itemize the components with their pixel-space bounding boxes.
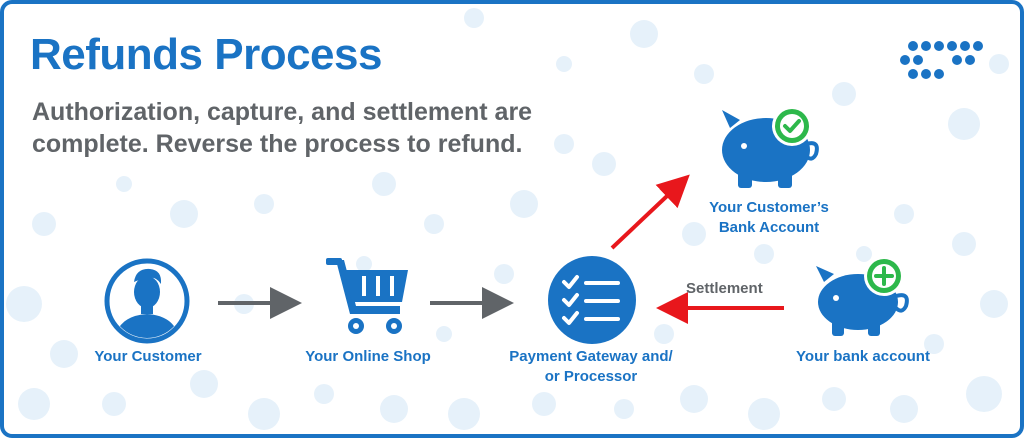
node-label-shop: Your Online Shop <box>305 348 431 365</box>
settlement-edge-label: Settlement <box>686 280 763 297</box>
gateway-label-line-1: Payment Gateway and/ <box>509 348 673 365</box>
person-circle-icon <box>104 258 190 344</box>
node-label-customer: Your Customer <box>94 348 202 365</box>
customer-bank-label-line-1: Your Customer’s <box>709 199 829 216</box>
checklist-circle-icon <box>548 256 636 344</box>
brand-logo <box>900 41 983 79</box>
piggy-bank-check-icon <box>722 106 819 188</box>
subtitle-line-2: complete. Reverse the process to refund. <box>32 130 523 158</box>
flow-arrows <box>218 174 784 324</box>
arrow-gateway-to-customer-bank <box>610 174 690 250</box>
node-label-customer-bank: Your Customer’s Bank Account <box>694 198 844 238</box>
node-label-merchant-bank: Your bank account <box>796 348 930 365</box>
shopping-cart-icon <box>326 258 408 334</box>
gateway-label-line-2: or Processor <box>544 368 638 385</box>
background-bubbles <box>6 8 1009 430</box>
subtitle-line-1: Authorization, capture, and settlement a… <box>32 98 533 126</box>
diagram-subtitle: Authorization, capture, and settlement a… <box>32 96 592 160</box>
diagram-title: Refunds Process <box>30 30 382 79</box>
node-label-gateway: Payment Gateway and/ or Processor <box>484 347 698 387</box>
customer-bank-label-line-2: Bank Account <box>718 219 820 236</box>
piggy-bank-plus-icon <box>816 256 909 336</box>
